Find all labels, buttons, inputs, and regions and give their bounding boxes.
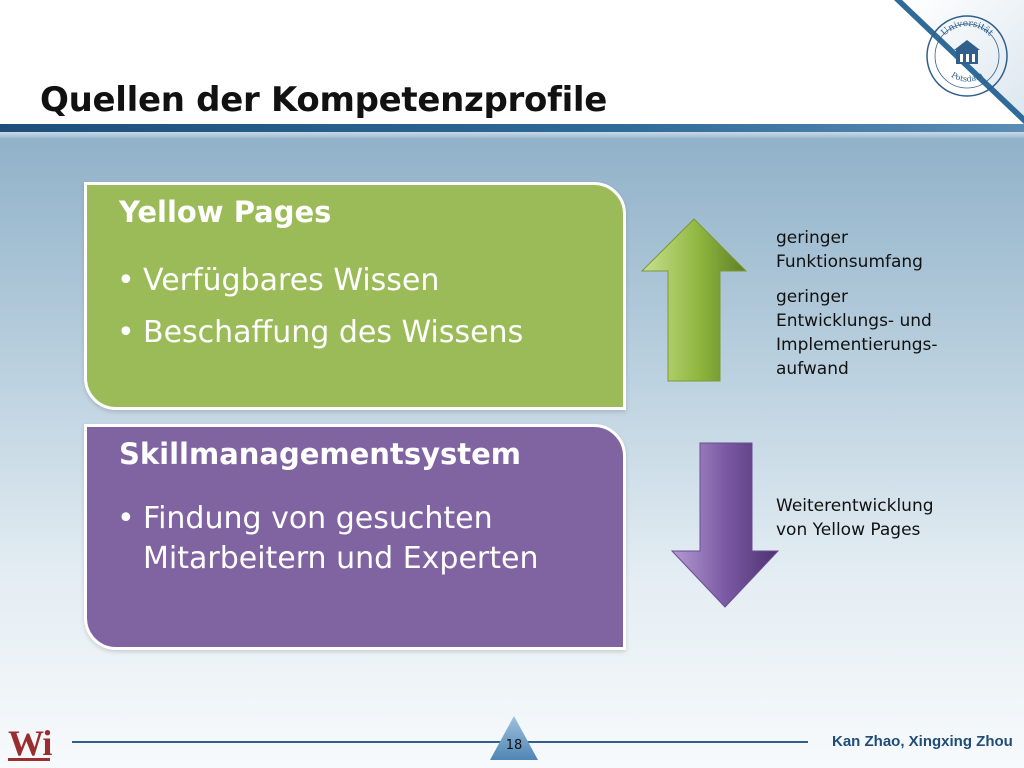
footer-authors: Kan Zhao, Xingxing Zhou (832, 733, 1013, 750)
slide-title: Quellen der Kompetenzprofile (40, 80, 608, 120)
footer-divider (72, 741, 808, 743)
title-bar-highlight (0, 132, 1024, 138)
list-item: • Findung von gesuchten Mitarbeitern und… (117, 499, 539, 579)
list-item: • Beschaffung des Wissens (117, 307, 523, 359)
svg-text:Potsdam: Potsdam (950, 70, 985, 83)
yellow-pages-box: Yellow Pages • Verfügbares Wissen • Besc… (84, 182, 626, 410)
university-corner: Universität Potsdam (894, 0, 1024, 124)
logo-underline (8, 758, 50, 761)
arrow-down-icon (670, 442, 780, 608)
bullet-icon: • (117, 315, 135, 350)
skillmanagement-title: Skillmanagementsystem (119, 437, 521, 471)
note-further-development: Weiterentwicklung von Yellow Pages (776, 496, 934, 540)
title-bar (0, 124, 1024, 132)
bullet-icon: • (117, 263, 135, 298)
arrow-up-icon (640, 218, 748, 382)
bullet-icon: • (117, 501, 135, 536)
page-number: 18 (505, 738, 523, 753)
page-triangle-icon (490, 716, 538, 760)
skillmanagement-bullets: • Findung von gesuchten Mitarbeitern und… (117, 499, 539, 579)
yellow-pages-bullets: • Verfügbares Wissen • Beschaffung des W… (117, 255, 523, 359)
page-number-badge: 18 (488, 714, 540, 762)
note-function-scope: geringer Funktionsumfang (776, 228, 923, 272)
note-development-effort: geringer Entwicklungs- und Implementieru… (776, 287, 938, 379)
skillmanagement-box: Skillmanagementsystem • Findung von gesu… (84, 424, 626, 650)
wi-logo: Wi (8, 723, 52, 763)
list-item: • Verfügbares Wissen (117, 255, 523, 307)
yellow-pages-title: Yellow Pages (119, 195, 332, 229)
